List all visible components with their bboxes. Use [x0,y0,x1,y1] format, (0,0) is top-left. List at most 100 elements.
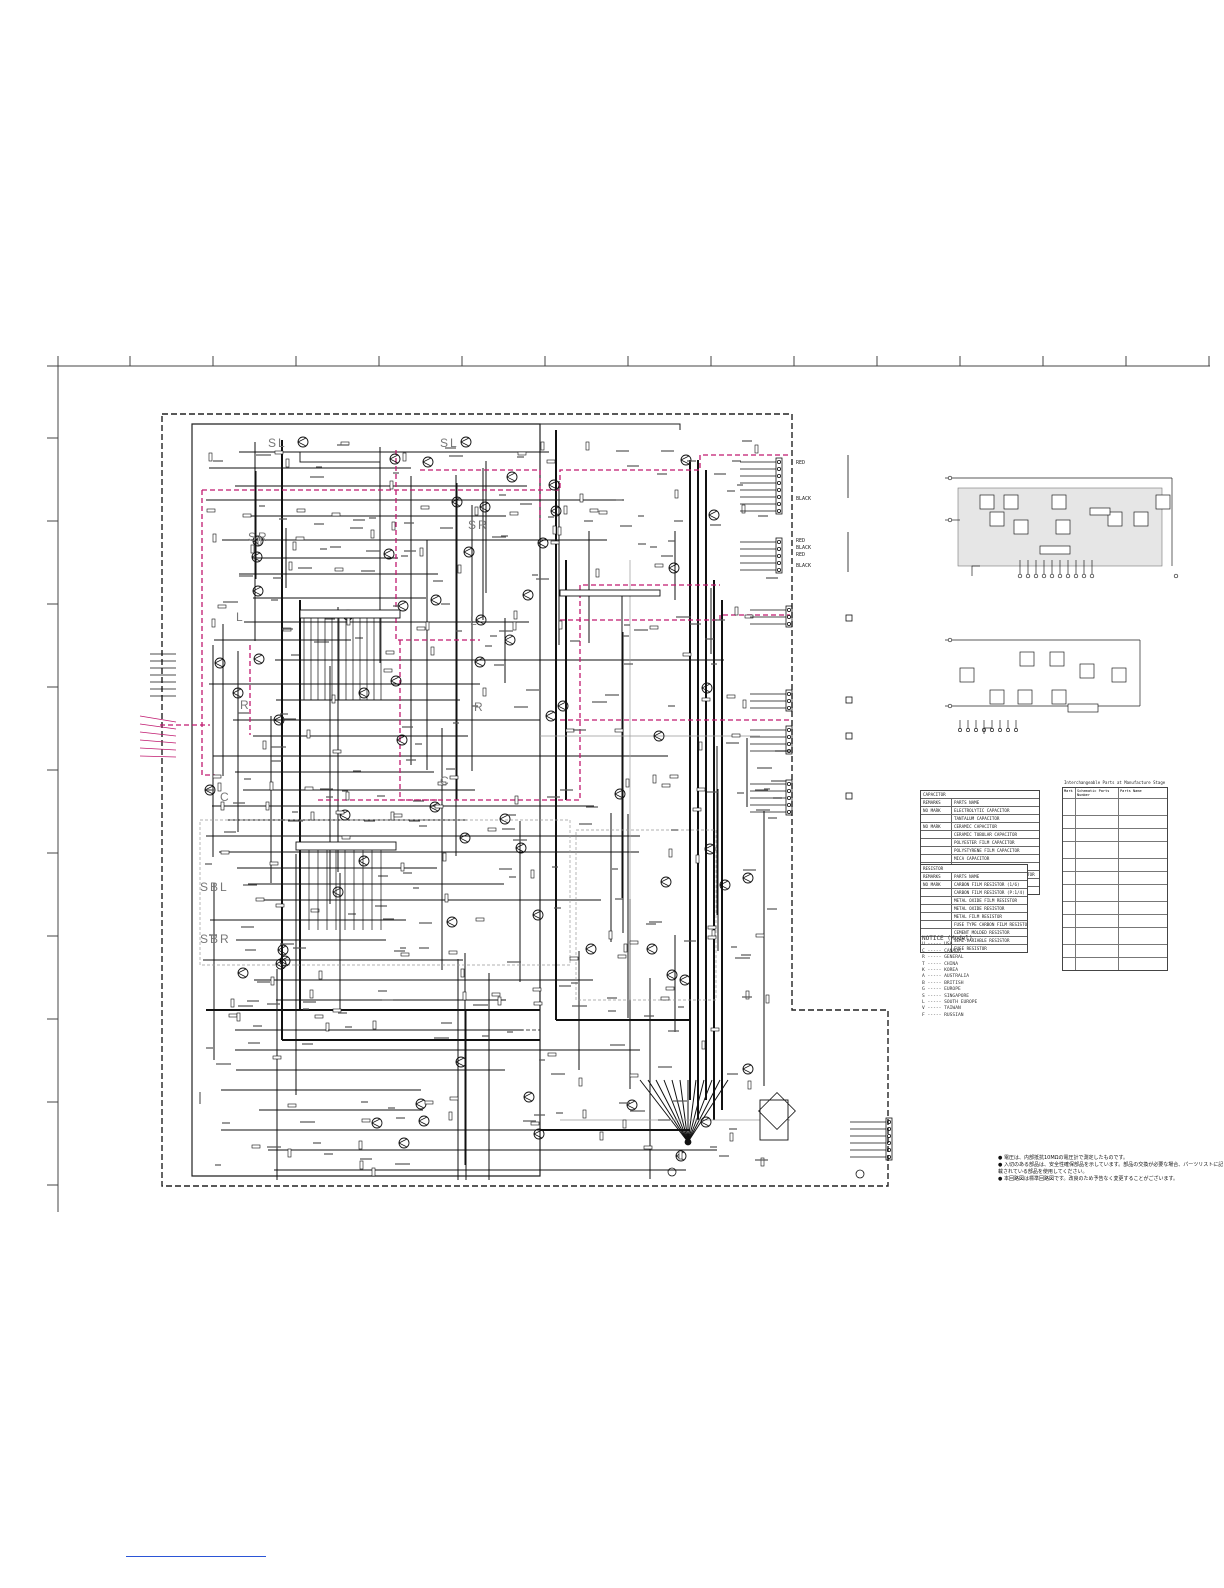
resistor-remark [921,921,952,928]
parts-table-row [1063,859,1167,872]
frame-grid [47,356,1210,1212]
parts-header-mark: Mark [1063,788,1076,798]
region-label-sbl: SBL [200,880,229,894]
note-standard: ● 本回路図は標準回路図です。改良のため予告なく変更することがございます。 [998,1176,1178,1182]
capacitor-remark: NO MARK [921,823,952,830]
capacitor-table-row: MICA CAPACITOR [921,855,1039,863]
japanese-notes: ● 電圧は、内部抵抗10MΩの電圧計で測定したものです。 ● 入切のある部品は、… [998,1155,1224,1183]
terminal-black-2: BLACK [796,545,812,551]
capacitor-part-name: MICA CAPACITOR [954,856,990,861]
resistor-remark [921,929,952,936]
capacitor-table-row: POLYSTYRENE FILM CAPACITOR [921,847,1039,855]
terminal-red-1: RED [796,460,806,466]
parts-table-row [1063,816,1167,829]
resistor-part-name: CARBON FILM RESISTOR (P:1/4) [954,890,1025,895]
resistor-remark [921,897,952,904]
resistor-table-row: CEMENT MOLDED RESISTOR [921,929,1027,937]
terminal-black-1: BLACK [796,496,812,502]
parts-header-name: Parts Name [1120,789,1142,793]
resistor-remark [921,937,952,944]
parts-table-row [1063,799,1167,816]
capacitor-remark [921,847,952,854]
notice-item: K ----- KOREA [922,968,958,974]
resistor-part-name: CARBON FILM RESISTOR (1/6) [954,882,1020,887]
amp-label-r: R [474,700,485,714]
parts-table-row [1063,945,1167,958]
region-label-c: C [220,790,231,804]
parts-table-row [1063,842,1167,859]
resistor-header-remarks: REMARKS [921,873,952,880]
capacitor-part-name: POLYSTYRENE FILM CAPACITOR [954,848,1020,853]
resistor-part-name: METAL FILM RESISTOR [954,914,1002,919]
notice-item: R ----- GENERAL [922,955,964,961]
terminal-black-3: BLACK [796,563,812,569]
parts-table-row [1063,829,1167,842]
terminal-red-3: RED [796,552,806,558]
capacitor-table-row: POLYESTER FILM CAPACITOR [921,839,1039,847]
resistor-table-title: RESISTOR [923,866,944,871]
region-label-r: R [240,698,251,712]
resistor-table-row: CARBON FILM RESISTOR (P:1/4) [921,889,1027,897]
region-label-l: L [236,610,245,624]
block-diagram-upper [945,475,1179,579]
notice-item: V ----- TAIWAN [922,1006,961,1012]
resistor-table-row: METAL OXIDE RESISTOR [921,905,1027,913]
resistor-table-row: METAL OXIDE FILM RESISTOR [921,897,1027,905]
notice-item: C ----- CANADA [922,948,961,954]
block-diagram-lower [945,637,1141,734]
notice-item: L ----- SOUTH EUROPE [922,1000,978,1006]
resistor-part-name: METAL OXIDE FILM RESISTOR [954,898,1018,903]
capacitor-part-name: CERAMIC TUBULAR CAPACITOR [954,832,1018,837]
resistor-remark: NO MARK [921,881,952,888]
notice-item: T ----- CHINA [922,961,958,967]
notice-item: F ----- RUSSIAN [922,1012,964,1018]
resistor-part-name: CEMENT MOLDED RESISTOR [954,930,1010,935]
capacitor-table-row: CERAMIC TUBULAR CAPACITOR [921,831,1039,839]
resistor-remark [921,905,952,912]
capacitor-remark [921,831,952,838]
parts-table-row [1063,958,1167,970]
resistor-part-name: FUSE RESISTOR [954,946,987,951]
parts-table-row [1063,872,1167,885]
amp-label-sr: SR [468,518,489,532]
capacitor-table-row: TANTALUM CAPACITOR [921,815,1039,823]
resistor-remark [921,945,952,952]
region-label-sl: SL [268,436,287,450]
resistor-table-row: FUSE RESISTOR [921,945,1027,952]
capacitor-part-name: POLYESTER FILM CAPACITOR [954,840,1015,845]
capacitor-remark [921,839,952,846]
parts-table-row [1063,915,1167,928]
notice-item: B ----- BRITISH [922,980,964,986]
amp-label-sl: SL [440,436,459,450]
parts-table-row [1063,902,1167,915]
parts-table-row [1063,928,1167,945]
capacitor-part-name: TANTALUM CAPACITOR [954,816,1000,821]
capacitor-remark: NO MARK [921,807,952,814]
resistor-remark [921,913,952,920]
resistor-part-name: FUSE TYPE CARBON FILM RESISTOR [954,922,1027,927]
parts-header-schematic: Schematic Parts Number [1076,788,1119,798]
region-label-sr: SR [248,530,269,544]
notice-title: NOTICE (Model) [922,935,973,942]
region-label-sbr: SBR [200,932,231,946]
capacitor-remark [921,815,952,822]
resistor-part-name: SEMI-VARIABLE RESISTOR [954,938,1010,943]
notice-item: U ----- USA [922,942,953,948]
capacitor-table-title: CAPACITOR [923,792,946,797]
notice-item: A ----- AUSTRALIA [922,974,970,980]
page-link-underline[interactable] [126,1556,266,1557]
resistor-table-row: FUSE TYPE CARBON FILM RESISTOR [921,921,1027,929]
notice-item: G ----- EUROPE [922,987,961,993]
inner-board-outline [191,423,541,1177]
resistor-table-row: METAL FILM RESISTOR [921,913,1027,921]
main-board-boundary [161,413,889,1187]
amp-label-l: L [470,614,479,628]
capacitor-part-name: CERAMIC CAPACITOR [954,824,997,829]
